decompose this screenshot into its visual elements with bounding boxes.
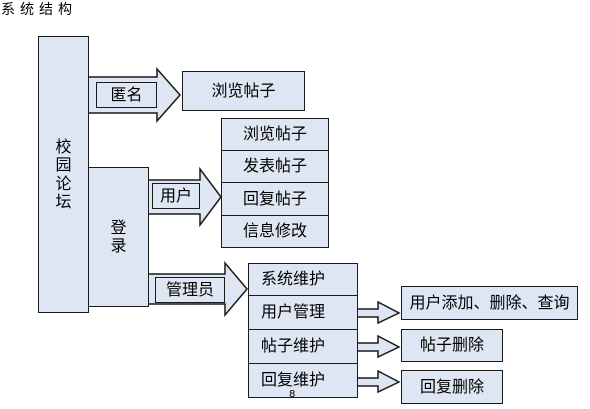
- action-reply-delete: 回复删除: [401, 370, 503, 404]
- admin-item-reply-maintenance: 回复维护: [248, 363, 358, 398]
- arrow-to-reply-maintenance-action: [356, 369, 401, 394]
- arrow-to-user-management-action: [356, 300, 401, 325]
- anonymous-label-box: 匿名: [96, 82, 157, 108]
- action-user-add-delete-query: 用户添加、删除、查询: [401, 286, 578, 320]
- page-mark: 8: [289, 389, 296, 400]
- anonymous-browse-posts-box: 浏览帖子: [182, 71, 305, 111]
- login-box: 登 录: [88, 167, 149, 307]
- diagram-caption: 系统结构: [1, 2, 77, 18]
- user-item-publish-post: 发表帖子: [221, 150, 329, 183]
- user-item-browse-posts: 浏览帖子: [221, 118, 329, 151]
- user-item-reply-post: 回复帖子: [221, 182, 329, 216]
- admin-label-box: 管理员: [155, 277, 225, 303]
- action-post-delete: 帖子删除: [401, 329, 503, 362]
- user-item-edit-info: 信息修改: [221, 215, 329, 248]
- user-label-box: 用户: [152, 183, 200, 209]
- admin-item-system-maintenance: 系统维护: [248, 263, 358, 296]
- admin-item-post-maintenance: 帖子维护: [248, 329, 358, 364]
- forum-root-box: 校 园 论 坛: [38, 36, 89, 313]
- arrow-to-post-maintenance-action: [356, 334, 401, 359]
- admin-item-user-management: 用户管理: [248, 295, 358, 330]
